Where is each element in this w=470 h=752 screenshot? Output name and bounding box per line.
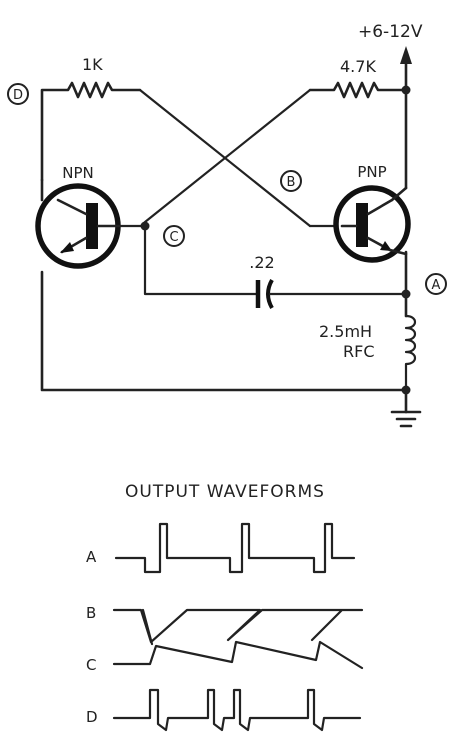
node-b-label: B: [287, 175, 296, 190]
ground-symbol: [390, 388, 422, 428]
npn-base-to-cap-wire: [116, 224, 258, 296]
node-b-marker: B: [280, 170, 302, 192]
waveform-d-label: D: [86, 708, 98, 726]
waveform-a-label: A: [86, 548, 97, 566]
inductor-value-label: 2.5mH: [319, 322, 372, 341]
supply-voltage-label: +6-12V: [358, 22, 423, 42]
capacitor-0-22: [255, 279, 408, 309]
resistor-4-7k: [308, 81, 408, 99]
cross-wire-4-7k-to-c: [143, 88, 312, 224]
waveform-b-label: B: [86, 604, 96, 622]
supply-arrow: [400, 46, 412, 92]
npn-label: NPN: [62, 164, 94, 182]
node-d-label: D: [13, 88, 23, 103]
resistor-1k-label: 1K: [82, 55, 103, 74]
pnp-label: PNP: [357, 163, 386, 181]
junction-c: [140, 221, 150, 231]
waveform-b-edge: [141, 608, 154, 646]
waveforms-title: OUTPUT WAVEFORMS: [125, 482, 325, 502]
waveform-d: [112, 688, 362, 732]
bottom-return-wire: [40, 270, 408, 392]
resistor-1k: [40, 81, 142, 182]
resistor-4-7k-label: 4.7K: [340, 57, 376, 76]
inductor-type-label: RFC: [343, 342, 375, 361]
waveform-c: [112, 640, 364, 670]
waveform-a: [114, 522, 356, 574]
node-c-marker: C: [163, 225, 185, 247]
pnp-transistor: [333, 185, 411, 263]
node-a-marker: A: [425, 273, 447, 295]
npn-transistor: [35, 183, 121, 269]
junction-supply: [401, 85, 411, 95]
capacitor-label: .22: [249, 253, 274, 272]
inductor-rfc: [404, 314, 417, 392]
node-c-label: C: [169, 230, 178, 245]
node-d-marker: D: [7, 83, 29, 105]
node-a-label: A: [432, 278, 441, 293]
waveform-c-label: C: [86, 656, 96, 674]
